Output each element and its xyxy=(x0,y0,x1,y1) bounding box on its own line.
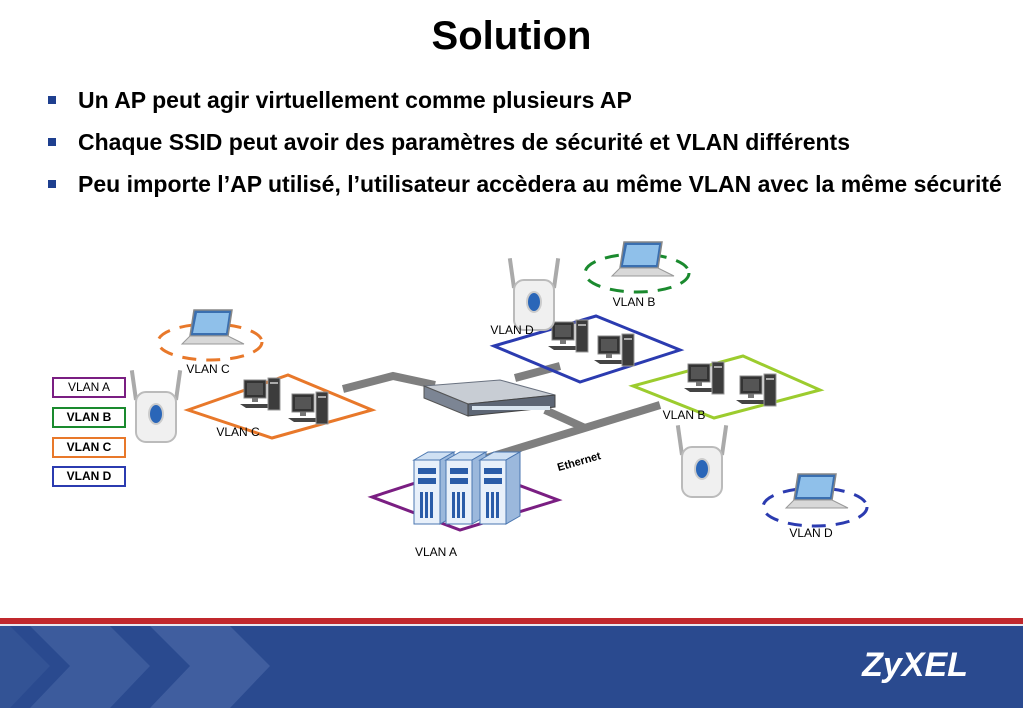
legend-vlan-b: VLAN B xyxy=(52,407,126,428)
legend-vlan-a: VLAN A xyxy=(52,377,126,398)
access-point-icon xyxy=(128,369,184,443)
label-vlan-b-group: VLAN B xyxy=(663,408,706,422)
legend-vlan-c: VLAN C xyxy=(52,437,126,458)
switch-icon xyxy=(423,379,556,417)
desktop-icon xyxy=(735,373,777,407)
footer-banner: ZyXEL xyxy=(0,618,1023,708)
laptop-icon xyxy=(611,241,675,277)
desktop-icon xyxy=(593,333,635,367)
bullet-item: Un AP peut agir virtuellement comme plus… xyxy=(46,84,1011,116)
legend-vlan-d: VLAN D xyxy=(52,466,126,487)
desktop-icon xyxy=(683,361,725,395)
access-point-icon xyxy=(506,257,562,331)
desktop-icon xyxy=(287,391,329,425)
bullet-item: Peu importe l’AP utilisé, l’utilisateur … xyxy=(46,168,1011,200)
bullet-item: Chaque SSID peut avoir des paramètres de… xyxy=(46,126,1011,158)
label-vlan-c-laptop: VLAN C xyxy=(186,362,230,376)
desktop-icon xyxy=(547,319,589,353)
label-ethernet: Ethernet xyxy=(556,450,603,474)
network-diagram: VLAN C VLAN C VLAN D VLAN B VLAN B VLAN … xyxy=(128,241,869,559)
label-vlan-c-group: VLAN C xyxy=(216,425,260,439)
label-vlan-a-servers: VLAN A xyxy=(415,545,457,559)
label-vlan-d-laptop: VLAN D xyxy=(789,526,833,540)
label-vlan-d-group: VLAN D xyxy=(490,323,534,337)
desktop-icon xyxy=(239,377,281,411)
label-vlan-b-laptop: VLAN B xyxy=(613,295,656,309)
zyxel-logo: ZyXEL xyxy=(861,646,968,684)
bullet-list: Un AP peut agir virtuellement comme plus… xyxy=(46,84,1011,210)
page-title: Solution xyxy=(431,14,592,58)
ethernet-links xyxy=(341,362,662,464)
server-icon xyxy=(479,451,521,525)
access-point-icon xyxy=(674,424,730,498)
